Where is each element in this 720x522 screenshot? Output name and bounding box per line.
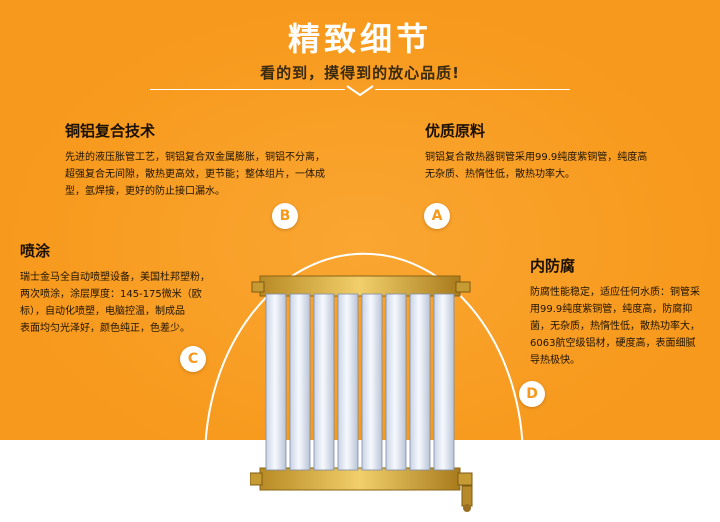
divider-left (150, 89, 345, 90)
background-glow (0, 0, 720, 440)
feature-title: 优质原料 (425, 122, 486, 140)
feature-line: 标），自动化喷塑，电脑控温，制成品 (20, 306, 185, 317)
feature-line: 用99.9纯度紫铜管，纯度高，防腐抑 (530, 304, 693, 315)
badge-b-icon: B (272, 203, 298, 229)
page-title: 精致细节 (287, 20, 432, 58)
feature-text: 铜铝复合散热器铜管采用99.9纯度紫铜管，纯度高 无杂质、热惰性低，散热功率大。 (425, 149, 685, 183)
feature-anticorrosion: 内防腐 防腐性能稳定，适应任何水质：铜管采 用99.9纯度紫铜管，纯度高，防腐抑… (530, 255, 715, 369)
page-subtitle: 看的到，摸得到的放心品质! (260, 64, 460, 82)
feature-line: 两次喷涂，涂层厚度：145-175微米（欧 (20, 289, 202, 300)
divider-right (375, 89, 570, 90)
feature-copper-aluminum: 铜铝复合技术 先进的液压胀管工艺，铜铝复合双金属膨胀，铜铝不分离， 超强复合无间… (65, 120, 355, 200)
feature-title: 内防腐 (530, 257, 576, 275)
badge-a-icon: A (424, 203, 450, 229)
feature-text: 先进的液压胀管工艺，铜铝复合双金属膨胀，铜铝不分离， 超强复合无间隙，散热更高效… (65, 149, 355, 200)
feature-line: 铜铝复合散热器铜管采用99.9纯度紫铜管，纯度高 (425, 152, 648, 163)
feature-text: 防腐性能稳定，适应任何水质：铜管采 用99.9纯度紫铜管，纯度高，防腐抑 菌，无… (530, 284, 715, 369)
radiator-columns (265, 293, 455, 471)
badge-c-icon: C (180, 346, 206, 372)
radiator-product-image (250, 275, 473, 512)
orange-background (0, 0, 720, 440)
feature-line: 6063航空级铝材，硬度高，表面细腻 (530, 338, 696, 349)
chevron-down-icon (346, 85, 374, 97)
feature-title: 铜铝复合技术 (65, 122, 156, 140)
feature-line: 超强复合无间隙，散热更高效，更节能；整体组片，一体成 (65, 169, 325, 180)
feature-quality-material: 优质原料 铜铝复合散热器铜管采用99.9纯度紫铜管，纯度高 无杂质、热惰性低，散… (425, 120, 685, 183)
feature-line: 型，氩焊接，更好的防止接口漏水。 (65, 186, 225, 197)
feature-line: 表面均匀光泽好，颜色纯正，色差少。 (20, 323, 190, 334)
feature-line: 无杂质、热惰性低，散热功率大。 (425, 169, 575, 180)
feature-line: 防腐性能稳定，适应任何水质：铜管采 (530, 287, 700, 298)
feature-title: 喷涂 (20, 242, 51, 260)
feature-line: 瑞士金马全自动喷塑设备，美国杜邦塑粉， (20, 272, 210, 283)
feature-line: 先进的液压胀管工艺，铜铝复合双金属膨胀，铜铝不分离， (65, 152, 325, 163)
feature-line: 菌，无杂质，热惰性低，散热功率大， (530, 321, 700, 332)
feature-text: 瑞士金马全自动喷塑设备，美国杜邦塑粉， 两次喷涂，涂层厚度：145-175微米（… (20, 269, 230, 337)
feature-line: 导热极快。 (530, 355, 580, 366)
badge-d-icon: D (519, 381, 545, 407)
feature-spraying: 喷涂 瑞士金马全自动喷塑设备，美国杜邦塑粉， 两次喷涂，涂层厚度：145-175… (20, 240, 230, 337)
